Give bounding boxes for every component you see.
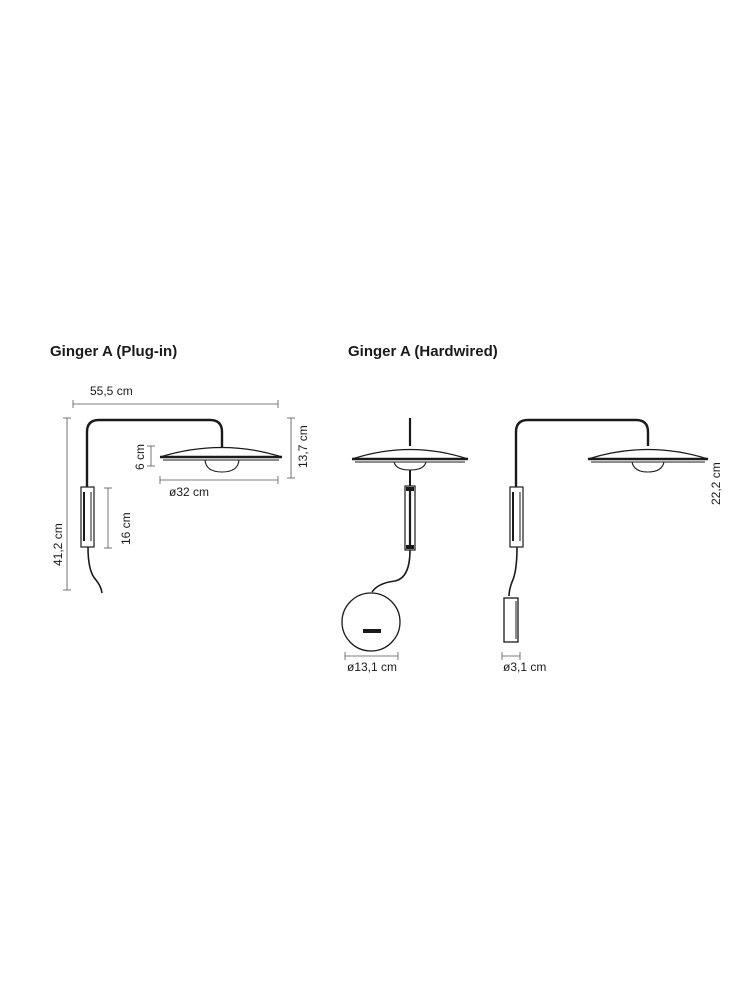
plugin-head-height-label: 13,7 cm (296, 425, 310, 468)
hardwired-front-dimension (344, 652, 399, 660)
plugin-title: Ginger A (Plug-in) (50, 343, 178, 360)
hardwired-canopy-diameter-label: ø13,1 cm (347, 660, 397, 674)
hardwired-canopy-depth-label: ø3,1 cm (503, 660, 546, 674)
hardwired-side-dimension (501, 652, 521, 660)
hardwired-title: Ginger A (Hardwired) (348, 343, 498, 360)
hardwired-side-drawing (503, 418, 709, 643)
plugin-lamp-drawing (80, 418, 283, 594)
hardwired-front-drawing (341, 418, 469, 652)
hardwired-height-label: 22,2 cm (709, 462, 723, 505)
plugin-width-label: 55,5 cm (90, 384, 133, 398)
plugin-base-height-label: 16 cm (119, 512, 133, 545)
plugin-shade-height-label: 6 cm (133, 444, 147, 470)
plugin-dimension-lines (63, 400, 295, 591)
plugin-shade-diameter-label: ø32 cm (169, 485, 209, 499)
plugin-total-height-label: 41,2 cm (51, 523, 65, 566)
